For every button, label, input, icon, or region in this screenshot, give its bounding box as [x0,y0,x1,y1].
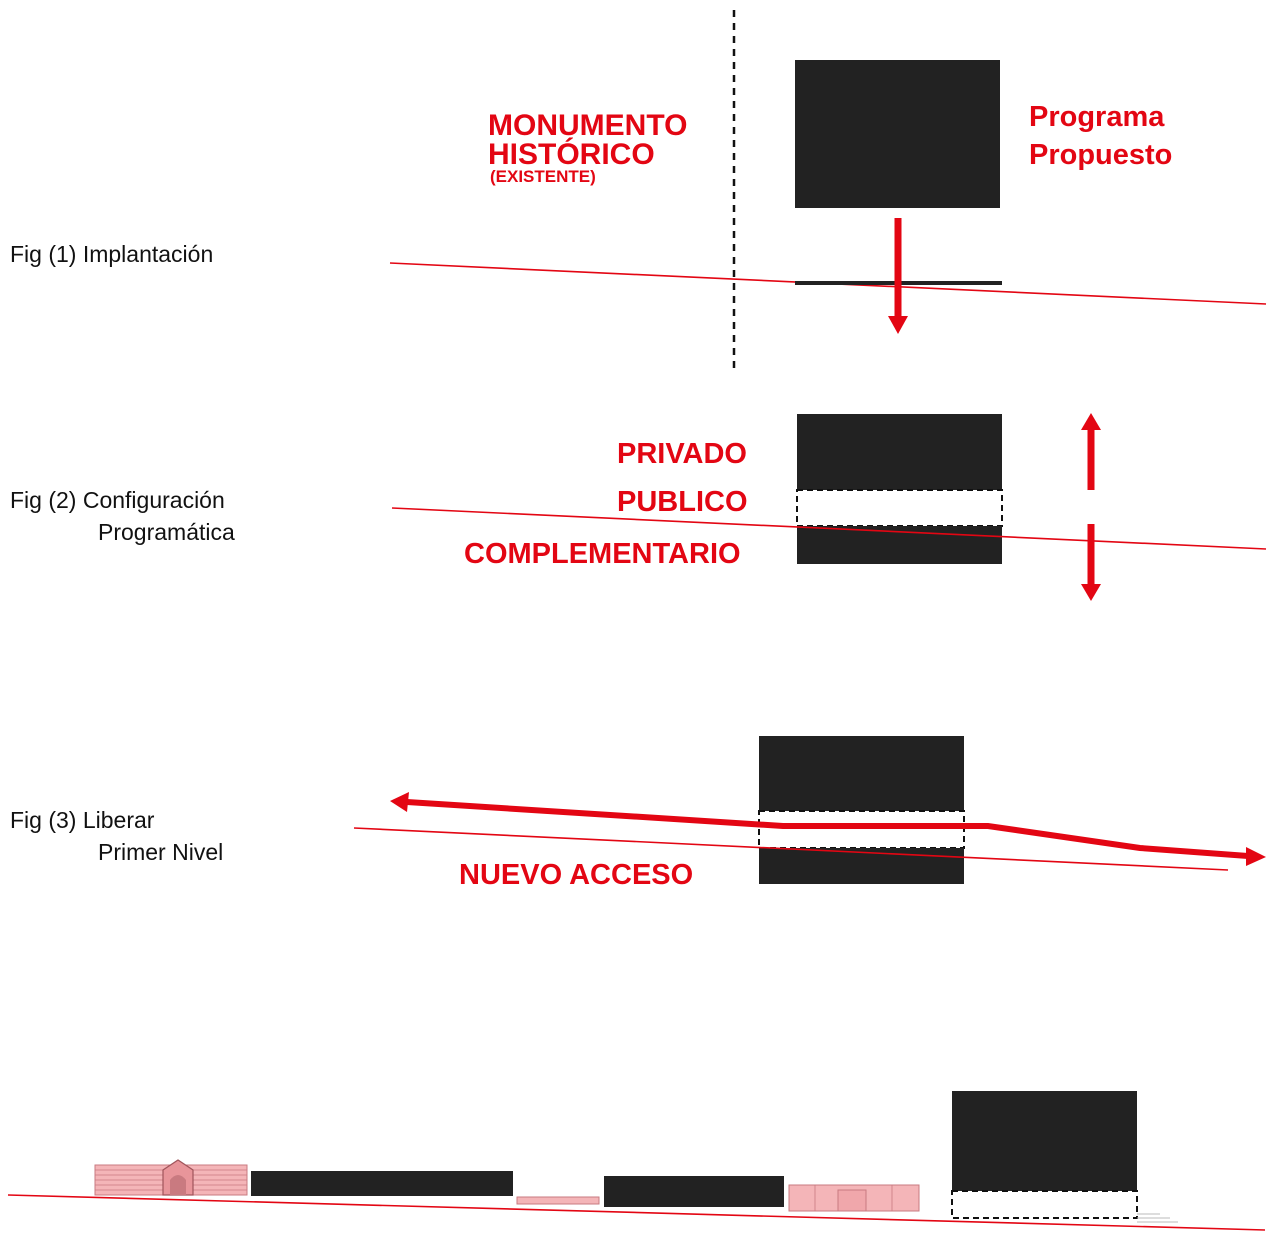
fig2-public-dashed-block [796,489,1003,527]
fig3-caption-line1: Fig (3) Liberar [10,807,155,833]
fig3-access-arrow-right-head [1246,847,1266,866]
fig2-down-arrow-head [1081,584,1101,601]
fig3-access-path-arrow [406,799,1249,859]
fig1-monument-line3: (EXISTENTE) [490,167,596,186]
heritage-door-arch [170,1175,186,1195]
elevation-pink-building-5 [788,1184,920,1212]
fig3-terrain-line [353,827,1229,871]
fig2-caption-line2: Programática [98,519,235,545]
fig1-program-line2: Propuesto [1029,139,1172,171]
fig3-free-level-dashed-block [758,810,965,849]
fig2-caption-line1: Fig (2) Configuración [10,487,225,513]
fig2-label-public: PUBLICO [617,486,748,518]
fig2-private-block [797,414,1002,490]
elevation-proposed-block [952,1091,1137,1191]
elevation-building-2 [251,1171,513,1196]
fig3-label-access: NUEVO ACCESO [459,859,693,891]
fig1-proposed-program-block [795,60,1000,208]
fig1-down-arrow-head [888,316,908,334]
urban-elevation [7,1091,1266,1231]
fig2-configuracion: Fig (2) Configuración Programática PRIVA… [10,413,1267,601]
fig1-monument-line1: MONUMENTO [488,109,687,142]
fig1-caption: Fig (1) Implantación [10,241,213,267]
elevation-free-ground-level [951,1190,1138,1219]
elevation-steps [1137,1213,1178,1223]
fig2-label-private: PRIVADO [617,438,747,470]
fig1-monument-line2: HISTÓRICO [488,137,655,171]
fig3-liberar: Fig (3) Liberar Primer Nivel NUEVO ACCES… [10,736,1266,891]
fig2-terrain-line [391,507,1267,550]
elevation-building-4 [604,1176,784,1207]
fig3-access-arrow-left-head [390,792,409,812]
fig1-program-line1: Programa [1029,101,1165,133]
fig3-caption-line2: Primer Nivel [98,839,223,865]
elevation-terrain-line [7,1194,1266,1231]
fig3-lower-block [759,848,964,884]
fig2-up-arrow-head [1081,413,1101,430]
fig2-label-complementary: COMPLEMENTARIO [464,538,741,570]
fig3-upper-block [759,736,964,811]
elevation-pink-building-3 [516,1196,600,1205]
heritage-monument-building [94,1159,248,1196]
fig1-implantacion: Fig (1) Implantación MONUMENTO HISTÓRICO… [10,10,1267,370]
